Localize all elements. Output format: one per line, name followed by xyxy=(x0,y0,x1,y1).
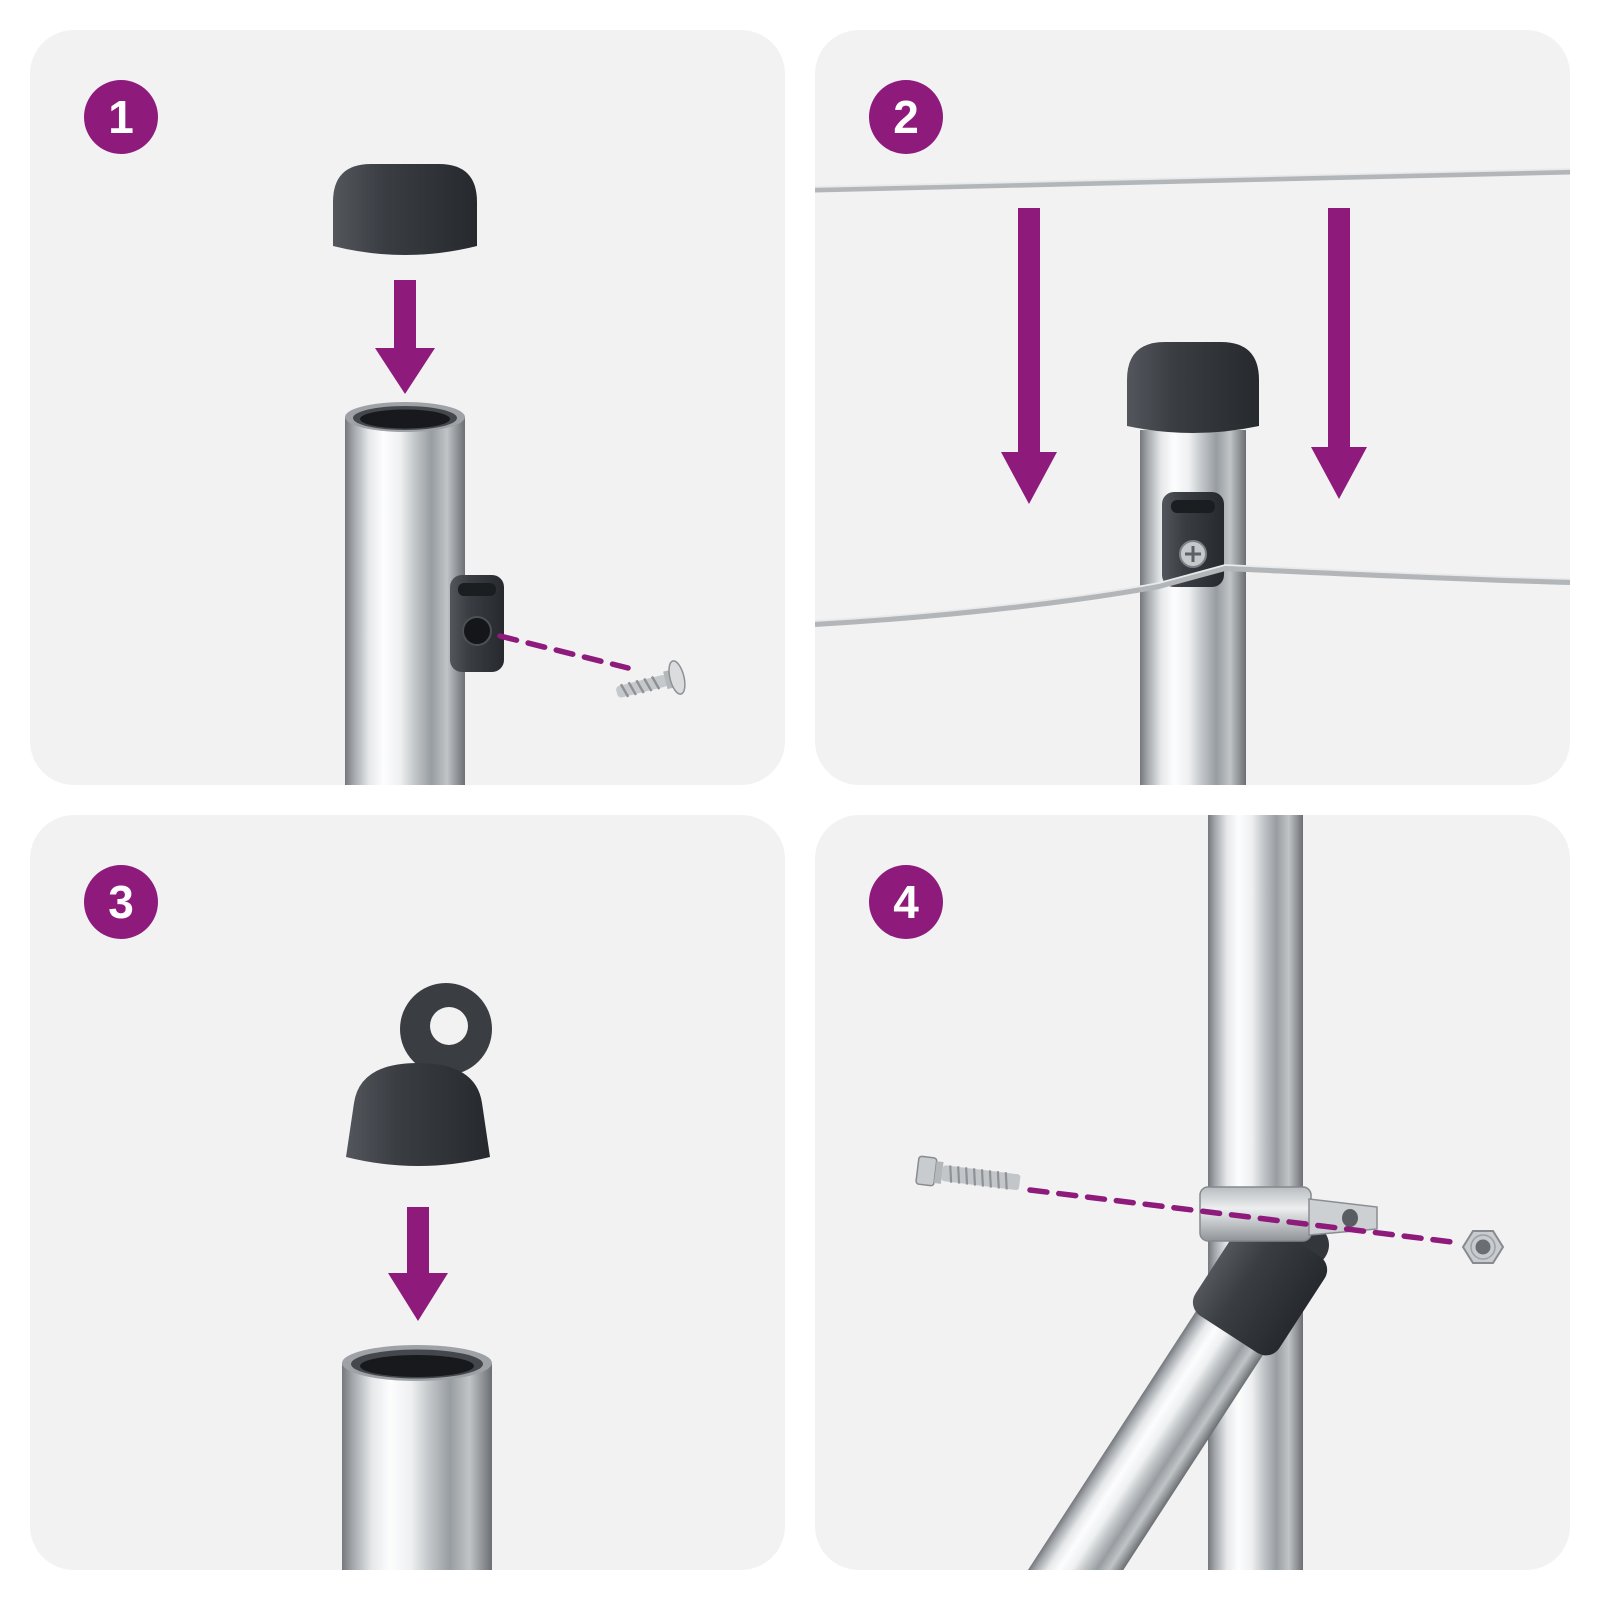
step-2-panel: 2 xyxy=(815,30,1570,785)
clip-screw xyxy=(1179,540,1207,568)
screw-threads xyxy=(619,675,661,698)
eyelet-cap xyxy=(346,983,492,1166)
step-4-badge: 4 xyxy=(869,865,943,939)
down-arrow xyxy=(388,1207,448,1321)
step-3-number: 3 xyxy=(108,876,134,928)
step-2-number: 2 xyxy=(893,91,919,143)
step-2-badge: 2 xyxy=(869,80,943,154)
upper-wire xyxy=(815,168,1570,193)
wire-clip xyxy=(1162,492,1224,587)
nut xyxy=(1461,1230,1505,1264)
post-cap xyxy=(333,164,477,255)
down-arrow-right xyxy=(1311,208,1367,499)
step-4-panel: 4 xyxy=(815,815,1570,1570)
bolt-guide-line xyxy=(1027,1187,1463,1246)
open-post xyxy=(345,402,465,785)
step-1-panel: 1 xyxy=(30,30,785,785)
step-3-panel: 3 xyxy=(30,815,785,1570)
bolt xyxy=(915,1155,1021,1191)
step-1-illustration xyxy=(333,164,686,785)
screw xyxy=(616,660,686,698)
bolt-threads xyxy=(949,1165,1008,1190)
wire-clip xyxy=(450,575,504,672)
step-1-number: 1 xyxy=(108,91,134,143)
open-post xyxy=(342,1345,492,1570)
capped-post xyxy=(1127,342,1259,785)
step-2-illustration xyxy=(815,168,1570,785)
step-4-number: 4 xyxy=(893,876,919,928)
step-3-illustration xyxy=(342,983,492,1570)
clamp xyxy=(1199,1186,1378,1242)
screw-head xyxy=(668,660,686,695)
step-4-illustration xyxy=(915,815,1505,1570)
screw-guide-line xyxy=(497,633,631,671)
down-arrow-left xyxy=(1001,208,1057,504)
clamp-ear-hole xyxy=(1342,1209,1358,1227)
step-1-badge: 1 xyxy=(84,80,158,154)
brace-post xyxy=(936,1216,1328,1570)
step-3-badge: 3 xyxy=(84,865,158,939)
brace-connector xyxy=(1192,1216,1328,1356)
tension-wire xyxy=(815,564,1570,627)
down-arrow xyxy=(375,280,435,394)
